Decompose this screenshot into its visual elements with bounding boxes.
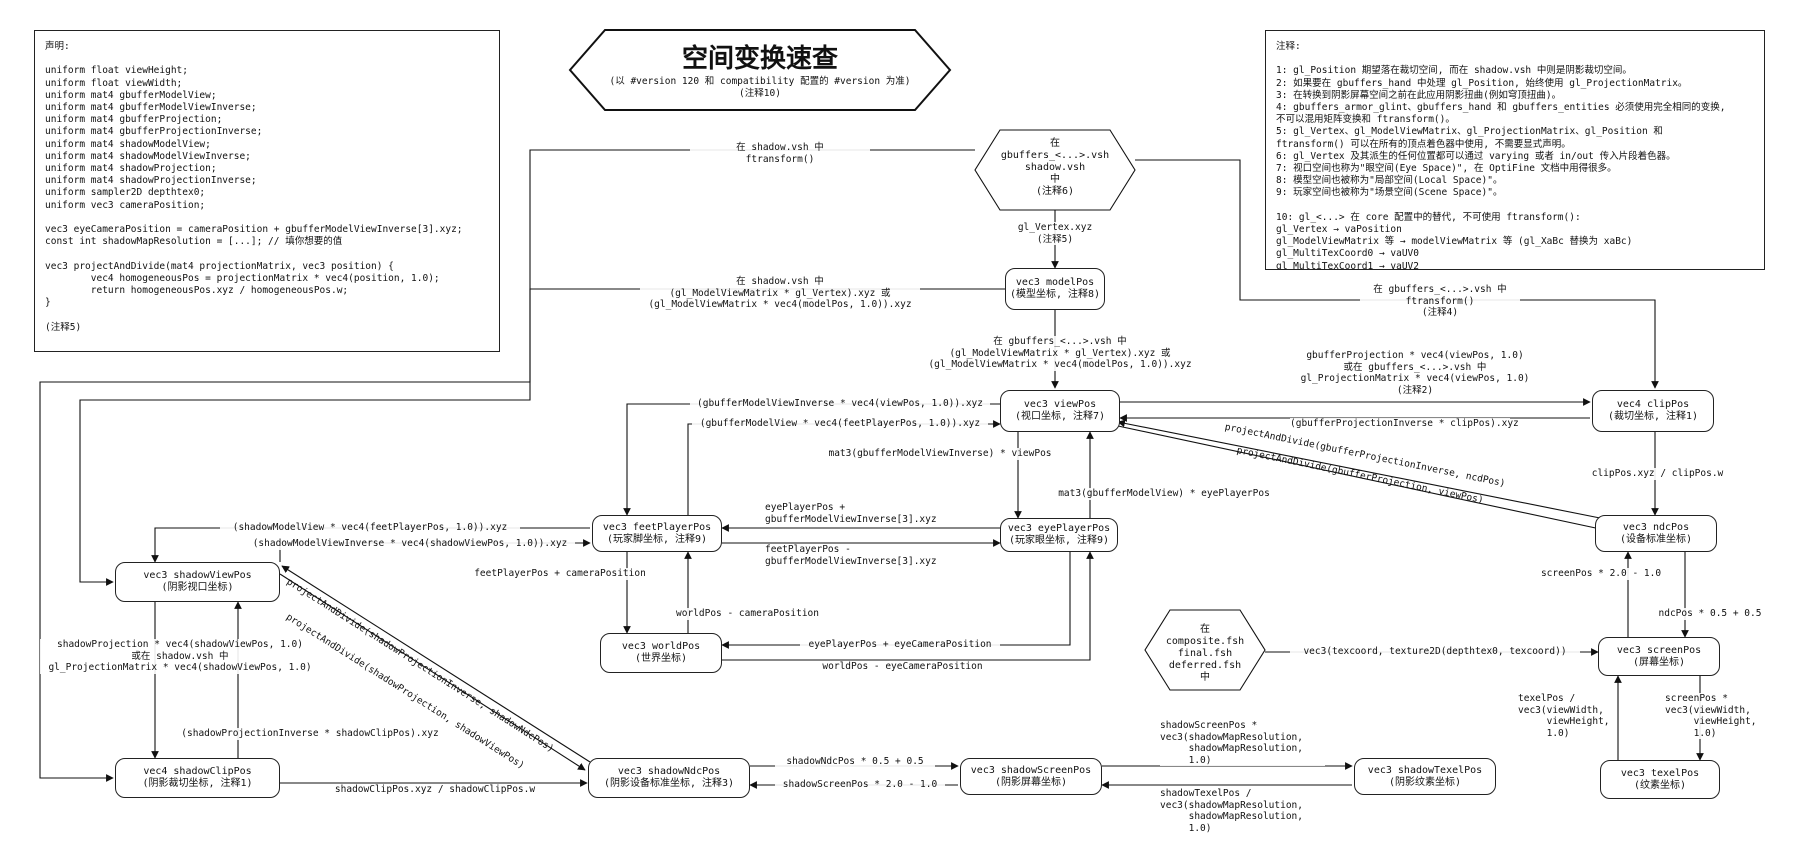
edge-label-shadowscreen-to-ndc: shadowScreenPos * 2.0 - 1.0 xyxy=(775,779,945,791)
edge-label-eye-to-world: eyePlayerPos + eyeCameraPosition xyxy=(800,639,1000,651)
gbuffers-hexagon xyxy=(974,129,1136,211)
node-shadowNdcPos-sub: (阴影设备标准坐标, 注释3) xyxy=(603,778,735,789)
node-shadowViewPos: vec3 shadowViewPos (阴影视口坐标) xyxy=(115,562,280,602)
node-viewPos: vec3 viewPos (视口坐标, 注释7) xyxy=(1000,390,1120,432)
declarations-panel: 声明: uniform float viewHeight; uniform fl… xyxy=(34,30,500,352)
edge-label-world-to-feet: worldPos - cameraPosition xyxy=(665,608,830,620)
edge-label-feet-to-view: (gbufferModelView * vec4(feetPlayerPos, … xyxy=(692,418,988,430)
edge-label-clip-to-ndc: clipPos.xyz / clipPos.w xyxy=(1590,468,1725,480)
edge-label-shadowndc-to-screen: shadowNdcPos * 0.5 + 0.5 xyxy=(775,756,935,768)
edge-label-shadow-ftransform: 在 shadow.vsh 中 ftransform() xyxy=(690,142,870,165)
node-shadowNdcPos: vec3 shadowNdcPos (阴影设备标准坐标, 注释3) xyxy=(588,758,750,798)
edge-label-clip-to-view: (gbufferProjectionInverse * clipPos).xyz xyxy=(1290,418,1519,430)
node-shadowClipPos-sub: (阴影裁切坐标, 注释1) xyxy=(142,778,253,789)
edge-label-shadowscreen-to-texel: shadowScreenPos * vec3(shadowMapResoluti… xyxy=(1160,720,1325,766)
edge-label-gl-vertex: gl_Vertex.xyz (注释5) xyxy=(1005,222,1105,245)
node-shadowScreenPos-name: vec3 shadowScreenPos xyxy=(970,764,1092,776)
node-texelPos-name: vec3 texelPos xyxy=(1620,767,1700,779)
node-ndcPos: vec3 ndcPos (设备标准坐标) xyxy=(1595,515,1717,552)
node-worldPos-name: vec3 worldPos xyxy=(621,641,701,652)
node-modelPos-sub: (模型坐标, 注释8) xyxy=(1009,289,1101,300)
edge-label-view-to-eye: mat3(gbufferModelViewInverse) * viewPos xyxy=(820,448,1060,460)
node-feetPlayerPos: vec3 feetPlayerPos (玩家脚坐标, 注释9) xyxy=(592,515,722,552)
node-texelPos: vec3 texelPos (纹素坐标) xyxy=(1600,760,1720,799)
node-shadowScreenPos: vec3 shadowScreenPos (阴影屏幕坐标) xyxy=(960,758,1102,795)
node-texelPos-sub: (纹素坐标) xyxy=(1633,779,1687,791)
edge-label-shadow-modelview: 在 shadow.vsh 中 (gl_ModelViewMatrix * gl_… xyxy=(640,276,920,311)
node-shadowTexelPos-name: vec3 shadowTexelPos xyxy=(1367,764,1483,776)
edge-label-eye-to-feet: eyePlayerPos + gbufferModelViewInverse[3… xyxy=(765,502,955,525)
node-shadowScreenPos-sub: (阴影屏幕坐标) xyxy=(994,776,1068,788)
node-shadowViewPos-name: vec3 shadowViewPos xyxy=(143,570,252,581)
edge-label-feet-to-world: feetPlayerPos + cameraPosition xyxy=(465,568,655,580)
edge-label-gbuffers-ftransform: 在 gbuffers_<...>.vsh 中 ftransform() (注释4… xyxy=(1360,284,1520,319)
node-shadowClipPos: vec4 shadowClipPos (阴影裁切坐标, 注释1) xyxy=(115,758,280,798)
edge-label-world-to-eye: worldPos - eyeCameraPosition xyxy=(810,661,995,673)
gbuffers-hexagon-label: 在 gbuffers_<...>.vsh shadow.vsh 中 (注释6) xyxy=(1000,138,1110,197)
node-screenPos: vec3 screenPos (屏幕坐标) xyxy=(1598,637,1720,676)
node-eyePlayerPos-sub: (玩家眼坐标, 注释9) xyxy=(1008,535,1110,546)
edge-label-shadowview-to-clip: shadowProjection * vec4(shadowViewPos, 1… xyxy=(40,639,320,674)
edge-label-view-to-feet: (gbufferModelViewInverse * vec4(viewPos,… xyxy=(690,398,990,410)
edge-label-shadowview-to-feet: (shadowModelViewInverse * vec4(shadowVie… xyxy=(245,538,575,550)
node-eyePlayerPos: vec3 eyePlayerPos (玩家眼坐标, 注释9) xyxy=(1000,518,1118,552)
node-modelPos-name: vec3 modelPos xyxy=(1015,277,1095,288)
edge-label-screen-to-ndc: screenPos * 2.0 - 1.0 xyxy=(1536,568,1666,580)
node-shadowViewPos-sub: (阴影视口坐标) xyxy=(161,582,234,593)
node-ndcPos-name: vec3 ndcPos xyxy=(1622,521,1690,533)
node-eyePlayerPos-name: vec3 eyePlayerPos xyxy=(1007,523,1111,534)
edge-label-eye-to-view: mat3(gbufferModelView) * eyePlayerPos xyxy=(1050,488,1278,500)
node-clipPos-sub: (裁切坐标, 注释1) xyxy=(1607,411,1699,422)
page-title: 空间变换速查 xyxy=(681,44,838,74)
edge-label-ndc-to-screen: ndcPos * 0.5 + 0.5 xyxy=(1650,608,1770,620)
node-screenPos-sub: (屏幕坐标) xyxy=(1632,656,1686,668)
edge-label-feet-to-shadowview: (shadowModelView * vec4(feetPlayerPos, 1… xyxy=(220,522,520,534)
edge-label-shadowclip-to-ndc: shadowClipPos.xyz / shadowClipPos.w xyxy=(320,784,550,796)
node-feetPlayerPos-sub: (玩家脚坐标, 注释9) xyxy=(606,533,708,545)
edge-label-feet-to-eye: feetPlayerPos - gbufferModelViewInverse[… xyxy=(765,544,955,567)
edge-label-texel-to-screen: texelPos / vec3(viewWidth, viewHeight, 1… xyxy=(1518,693,1613,739)
node-modelPos: vec3 modelPos (模型坐标, 注释8) xyxy=(1005,268,1105,310)
notes-panel: 注释: 1: gl_Position 期望落在裁切空间, 而在 shadow.v… xyxy=(1265,30,1765,270)
node-shadowTexelPos-sub: (阴影纹素坐标) xyxy=(1388,776,1462,788)
node-ndcPos-sub: (设备标准坐标) xyxy=(1619,533,1693,545)
page-subtitle: (以 #version 120 和 compatibility 配置的 #ver… xyxy=(609,76,911,99)
edge-label-view-to-clip: gbufferProjection * vec4(viewPos, 1.0) 或… xyxy=(1290,350,1540,396)
node-shadowNdcPos-name: vec3 shadowNdcPos xyxy=(617,766,721,777)
node-clipPos: vec4 clipPos (裁切坐标, 注释1) xyxy=(1592,390,1714,432)
composite-hexagon xyxy=(1144,609,1266,691)
edge-label-shadowclip-to-view: (shadowProjectionInverse * shadowClipPos… xyxy=(170,728,450,740)
composite-hexagon-label: 在 composite.fsh final.fsh deferred.fsh 中 xyxy=(1165,624,1245,683)
edge-label-shadowtexel-to-screen: shadowTexelPos / vec3(shadowMapResolutio… xyxy=(1160,788,1330,834)
node-viewPos-sub: (视口坐标, 注释7) xyxy=(1014,411,1106,422)
edge-label-depth-sample: vec3(texcoord, texture2D(depthtex0, texc… xyxy=(1290,646,1580,658)
title-hexagon xyxy=(568,29,952,111)
node-worldPos-sub: (世界坐标) xyxy=(634,653,688,664)
edge-label-screen-to-texel: screenPos * vec3(viewWidth, viewHeight, … xyxy=(1665,693,1765,739)
node-shadowClipPos-name: vec4 shadowClipPos xyxy=(143,766,252,777)
node-screenPos-name: vec3 screenPos xyxy=(1616,644,1702,656)
node-viewPos-name: vec3 viewPos xyxy=(1023,399,1097,410)
node-feetPlayerPos-name: vec3 feetPlayerPos xyxy=(602,521,712,533)
node-shadowTexelPos: vec3 shadowTexelPos (阴影纹素坐标) xyxy=(1354,758,1496,795)
edge-label-gbuffers-modelview: 在 gbuffers_<...>.vsh 中 (gl_ModelViewMatr… xyxy=(920,336,1200,371)
node-worldPos: vec3 worldPos (世界坐标) xyxy=(600,633,722,673)
node-clipPos-name: vec4 clipPos xyxy=(1616,399,1690,410)
